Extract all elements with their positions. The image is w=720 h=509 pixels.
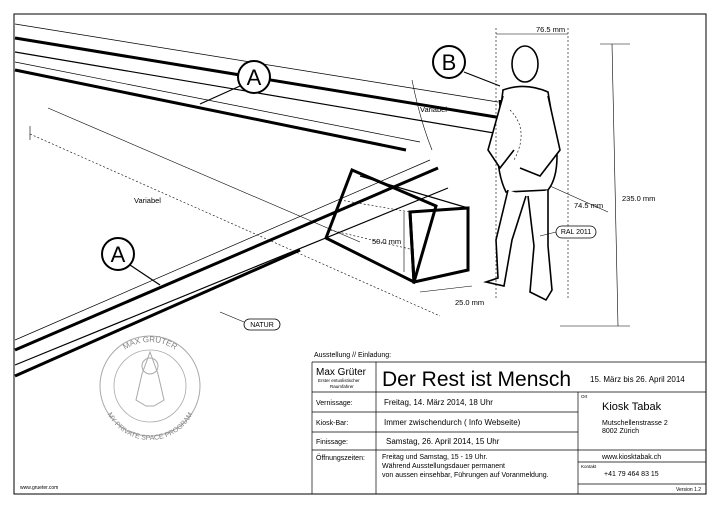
venue-name: Kiosk Tabak	[602, 401, 662, 413]
tag-natur: NATUR	[219, 311, 281, 331]
label-b: B	[432, 45, 501, 87]
drawing-border	[13, 13, 707, 495]
hours-label: Öffnungszeiten:	[316, 454, 365, 462]
svg-text:B: B	[442, 50, 457, 75]
hours-line-2: Während Ausstellungsdauer permanent	[382, 463, 505, 470]
dim-beam-width: 25.0 mm	[455, 298, 484, 307]
row-value-vernissage: Freitag, 14. März 2014, 18 Uhr	[384, 398, 493, 407]
row-label-kioskbar: Kiosk-Bar:	[316, 420, 348, 427]
svg-text:NATUR: NATUR	[250, 322, 274, 329]
row-value-kioskbar: Immer zwischendurch ( Info Webseite)	[384, 418, 521, 427]
label-a-top: A	[199, 60, 271, 105]
svg-text:RAL 2011: RAL 2011	[561, 229, 591, 236]
hours-line-3: von aussen einsehbar, Führungen auf Vora…	[382, 472, 549, 479]
exhibition-dates: 15. März bis 26. April 2014	[590, 375, 685, 384]
row-label-vernissage: Vernissage:	[316, 400, 353, 407]
seal-top-text: MAX GRÜTER	[121, 335, 179, 352]
row-value-finissage: Samstag, 26. April 2014, 15 Uhr	[386, 437, 500, 446]
human-figure	[483, 45, 561, 302]
svg-text:A: A	[247, 65, 262, 90]
dim-figure-height: 235.0 mm	[622, 194, 655, 203]
tag-ral: RAL 2011	[539, 225, 597, 239]
label-a-bottom: A	[101, 237, 161, 286]
kontakt-label: Kontakt	[581, 464, 597, 469]
artist-sub1: Erster entuslistischer	[318, 378, 360, 383]
ort-label: Ort	[581, 394, 588, 399]
venue-city: 8002 Zürich	[602, 428, 639, 435]
dim-variabel-length: Variabel	[134, 196, 161, 205]
row-label-finissage: Finissage:	[316, 439, 348, 446]
hours-line-1: Freitag und Samstag, 15 - 19 Uhr.	[382, 454, 487, 461]
title-block-heading: Ausstellung // Einladung:	[314, 352, 391, 359]
venue-website: www.kiosktabak.ch	[601, 454, 661, 461]
program-seal: MAX GRÜTER MY PRIVATE SPACE PROGRAM	[99, 335, 201, 442]
dim-beam-height: 50.0 mm	[372, 237, 401, 246]
title-block: Ausstellung // Einladung: Max Grüter Ers…	[311, 352, 706, 494]
dim-figure-width: 76.5 mm	[536, 25, 565, 34]
dim-figure-depth: 74.5 mm	[574, 201, 603, 210]
venue-street: Mutschellenstrasse 2	[602, 420, 668, 427]
beam-a-bottom	[14, 159, 470, 378]
venue-phone: +41 79 464 83 15	[604, 471, 659, 478]
version-label: Version 1.2	[676, 487, 701, 493]
dim-variabel-angle: Variabel	[420, 105, 447, 114]
artist-sub2: Raumfahrer	[330, 384, 354, 389]
svg-text:A: A	[111, 242, 126, 267]
exhibition-title: Der Rest ist Mensch	[382, 368, 571, 391]
seal-bottom-text: MY PRIVATE SPACE PROGRAM	[106, 411, 195, 442]
footer-url: www.grueter.com	[20, 485, 58, 491]
artist-name: Max Grüter	[316, 367, 367, 378]
